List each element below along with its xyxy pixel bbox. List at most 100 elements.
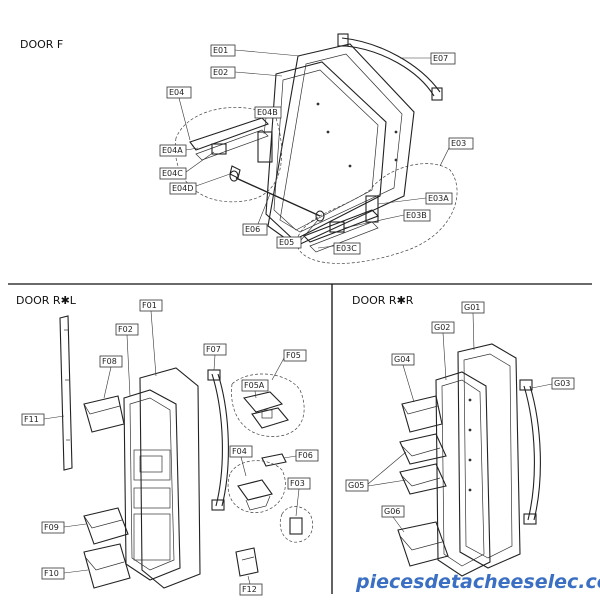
rail-e03-lower <box>309 221 379 253</box>
label-f01: F01 <box>142 301 157 310</box>
leader-e05 <box>300 219 319 241</box>
label-f09: F09 <box>44 523 59 532</box>
rail-e04 <box>189 117 270 151</box>
label-box-e04b <box>254 106 282 119</box>
dispenser-button <box>139 455 163 473</box>
leader-f04 <box>240 456 247 477</box>
bin-f10-edge <box>85 557 125 571</box>
bin-g04 <box>401 395 443 433</box>
label-f04: F04 <box>232 447 247 456</box>
door-rl-panel-mid <box>133 487 171 509</box>
bin-f09-edge <box>83 515 123 529</box>
label-box-e05 <box>276 236 302 249</box>
leader-e01 <box>234 49 301 57</box>
bin-g05-upper-edge <box>401 445 441 457</box>
leader-g04 <box>402 364 415 403</box>
group-outline-f04 <box>227 460 286 513</box>
bracket-e04c <box>211 143 227 155</box>
rod-e06 <box>235 177 321 217</box>
label-box-f10 <box>41 567 65 580</box>
label-box-e03b <box>403 209 431 222</box>
bracket-e03b <box>329 221 345 233</box>
label-box-g05 <box>345 479 369 492</box>
part-f04-base <box>245 495 271 511</box>
leader-e04b <box>263 117 267 135</box>
bin-g06-edge <box>399 535 443 551</box>
label-box-e04d <box>169 182 197 195</box>
leader-f12 <box>247 575 251 585</box>
rod-end-e05 <box>315 210 325 222</box>
label-box-e02 <box>210 66 236 79</box>
door-rr-outer-g01 <box>457 343 521 569</box>
door-f-assembly <box>174 33 458 264</box>
watermark-text: piecesdetacheeselec.com <box>355 571 600 593</box>
door-f-handle-inner <box>345 45 435 97</box>
bin-f08-edge <box>83 403 121 415</box>
label-box-g03 <box>551 377 575 390</box>
group-outline-e03 <box>295 163 458 264</box>
label-f10: F10 <box>44 569 59 578</box>
label-box-e03c <box>333 242 361 255</box>
leader-e03a <box>377 197 427 205</box>
label-g01: G01 <box>464 303 480 312</box>
label-box-f11 <box>21 413 45 426</box>
label-box-f05 <box>283 349 307 362</box>
door-f-handle-cap-top <box>337 33 349 47</box>
bin-f10 <box>83 543 131 589</box>
door-rr-clip-2 <box>468 428 472 432</box>
leader-f07 <box>213 354 216 371</box>
door-f-gasket <box>265 61 387 241</box>
label-e01: E01 <box>213 46 228 55</box>
leader-f01 <box>150 310 157 377</box>
door-rl-gasket-f02 <box>123 389 181 581</box>
leader-e04 <box>178 97 191 141</box>
bin-g04-edge <box>401 403 439 415</box>
bin-g05-lower <box>399 463 447 495</box>
bin-f09 <box>83 507 129 545</box>
leader-g06 <box>392 516 405 533</box>
label-e04c: E04C <box>162 169 183 178</box>
group-outline-f03 <box>279 506 313 543</box>
leader-e04c <box>185 151 215 173</box>
trim-strip-f11 <box>59 315 73 471</box>
part-f04 <box>237 479 273 501</box>
leader-e06 <box>257 193 271 225</box>
label-e03: E03 <box>451 139 466 148</box>
leader-e03c <box>317 245 335 249</box>
bin-g05-upper <box>399 433 447 465</box>
door-f-gasket-inner <box>273 69 379 231</box>
bin-g05-lower-edge <box>401 475 441 487</box>
leader-e03b <box>343 214 405 229</box>
handle-f07-cap-bottom <box>211 499 225 511</box>
label-box-e06 <box>242 223 268 236</box>
label-e04b: E04B <box>257 108 278 117</box>
label-g04: G04 <box>394 355 410 364</box>
label-e07: E07 <box>433 54 448 63</box>
bin-g06 <box>397 521 449 567</box>
leader-e02 <box>234 71 283 77</box>
leader-e03 <box>439 147 450 167</box>
door-rl-panel-low <box>133 513 171 561</box>
door-f-screw-1 <box>316 102 320 106</box>
label-box-e03 <box>448 137 474 150</box>
label-f11: F11 <box>24 415 39 424</box>
part-f03 <box>289 517 303 535</box>
door-f-screw-5 <box>394 158 398 162</box>
label-e03c: E03C <box>336 244 357 253</box>
label-e04: E04 <box>169 88 184 97</box>
handle-f07-inner <box>217 373 229 507</box>
bin-f08 <box>83 395 125 433</box>
label-e04a: E04A <box>162 146 183 155</box>
label-e02: E02 <box>213 68 228 77</box>
leader-g05-b <box>367 479 407 487</box>
label-box-e07 <box>430 52 456 65</box>
label-box-f12 <box>239 583 263 596</box>
label-f08: F08 <box>102 357 117 366</box>
label-box-e04a <box>159 144 187 157</box>
handle-g03-cap-top <box>519 379 533 391</box>
door-rl-gasket-inner <box>129 397 175 571</box>
leader-f11 <box>43 415 65 420</box>
leader-e04d <box>195 173 231 187</box>
